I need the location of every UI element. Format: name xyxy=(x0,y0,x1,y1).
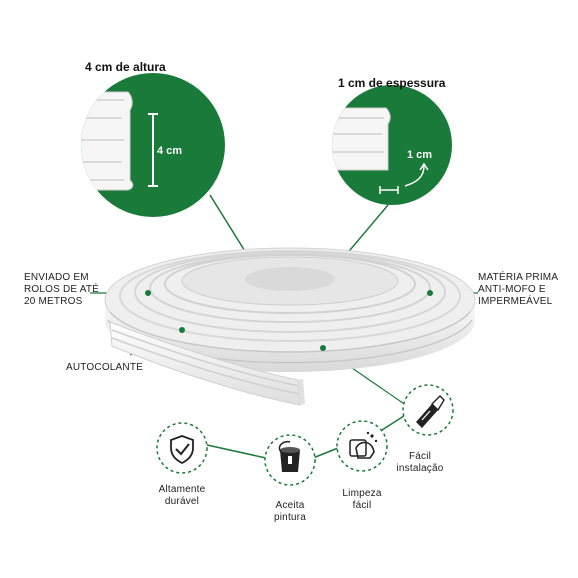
thickness-measure: 1 cm xyxy=(407,149,432,161)
adhesive-label: AUTOCOLANTE xyxy=(66,362,144,373)
feature-label-easy-install: Fácil instalação xyxy=(396,451,444,474)
product-roll xyxy=(104,247,476,406)
material-label: MATÉRIA PRIMA ANTI-MOFO E IMPERMEÁVEL xyxy=(478,272,559,307)
feature-label-durable: Altamente durável xyxy=(158,484,206,507)
marker-dot xyxy=(145,290,151,296)
paint-bucket-icon xyxy=(278,440,300,472)
shipping-label: ENVIADO EM ROLOS DE ATÉ 20 METROS xyxy=(24,272,100,307)
feature-label-easy-clean: Limpeza fácil xyxy=(342,488,382,511)
thickness-callout-title: 1 cm de espessura xyxy=(338,76,446,90)
feature-label-paintable: Aceita pintura xyxy=(274,500,306,523)
height-measure: 4 cm xyxy=(157,145,182,157)
height-callout: 4 cm xyxy=(81,73,225,217)
marker-dot xyxy=(427,290,433,296)
thickness-callout: 1 cm xyxy=(332,85,452,205)
feature-durable xyxy=(156,422,208,474)
connector-line xyxy=(344,204,389,257)
utility-knife-icon xyxy=(416,395,445,428)
cleaning-icon xyxy=(349,431,378,459)
feature-easy-clean xyxy=(336,420,388,472)
marker-dot xyxy=(179,327,185,333)
connector-line xyxy=(209,194,249,257)
height-callout-title: 4 cm de altura xyxy=(85,60,166,74)
feature-paintable xyxy=(264,434,316,486)
marker-dot xyxy=(320,345,326,351)
feature-easy-install xyxy=(402,384,454,436)
shield-check-icon xyxy=(170,435,194,465)
